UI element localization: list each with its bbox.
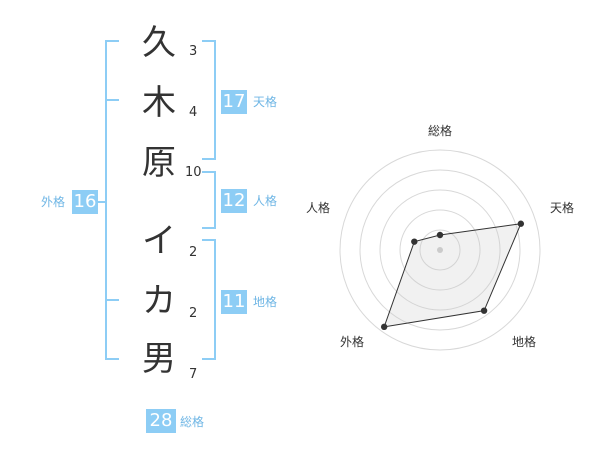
outer-bracket-tick-2 <box>105 299 119 301</box>
outer-bracket <box>105 40 119 360</box>
outer-bracket-tick-1 <box>105 99 119 101</box>
radar-point-2 <box>517 220 525 227</box>
radar-point-4 <box>380 323 388 331</box>
name-char-1: 久 <box>142 23 176 63</box>
jinkaku-bracket <box>202 171 216 229</box>
name-char-4: イ <box>142 221 176 261</box>
gaikaku-value-badge: 16 <box>72 190 98 214</box>
tenkaku-value-badge: 17 <box>221 90 247 114</box>
name-char-2: 木 <box>142 83 176 123</box>
radar-point-5 <box>411 238 418 245</box>
radar-axis-label-4: 外格 <box>340 334 364 349</box>
stroke-count-5: 2 <box>189 306 198 321</box>
radar-grid-ring <box>339 149 541 351</box>
radar-axis-label-3: 地格 <box>512 334 536 349</box>
gaikaku-label: 外格 <box>41 195 66 209</box>
stroke-count-6: 7 <box>189 367 198 382</box>
radar-points <box>380 220 525 331</box>
radar-grid <box>339 149 541 351</box>
jinkaku-value-badge: 12 <box>221 189 247 213</box>
soukaku-label: 総格 <box>180 415 205 429</box>
chikaku-bracket <box>202 239 216 360</box>
tenkaku-bracket <box>202 40 216 160</box>
stroke-count-2: 4 <box>189 105 198 120</box>
name-char-3: 原 <box>142 143 176 183</box>
name-char-6: 男 <box>142 339 176 379</box>
stroke-count-4: 2 <box>189 245 198 260</box>
radar-grid-ring <box>419 229 461 271</box>
radar-area <box>383 223 522 328</box>
stroke-count-3: 10 <box>185 165 202 180</box>
radar-grid-ring <box>399 209 481 291</box>
radar-center <box>437 247 443 253</box>
name-char-5: カ <box>142 281 176 321</box>
radar-point-1 <box>436 231 444 239</box>
radar-axis-label-2: 天格 <box>550 200 574 215</box>
chikaku-label: 地格 <box>253 295 278 309</box>
radar-grid-ring <box>379 189 501 311</box>
radar-grid-ring <box>359 169 521 331</box>
soukaku-value-badge: 28 <box>146 409 176 433</box>
outer-bracket-connector <box>97 201 107 203</box>
chikaku-value-badge: 11 <box>221 290 247 314</box>
radar-axis-label-1: 総格 <box>428 123 452 138</box>
stroke-count-1: 3 <box>189 44 198 59</box>
jinkaku-label: 人格 <box>253 194 278 208</box>
tenkaku-label: 天格 <box>253 95 278 109</box>
radar-axis-label-5: 人格 <box>306 200 330 215</box>
radar-point-3 <box>480 307 488 314</box>
